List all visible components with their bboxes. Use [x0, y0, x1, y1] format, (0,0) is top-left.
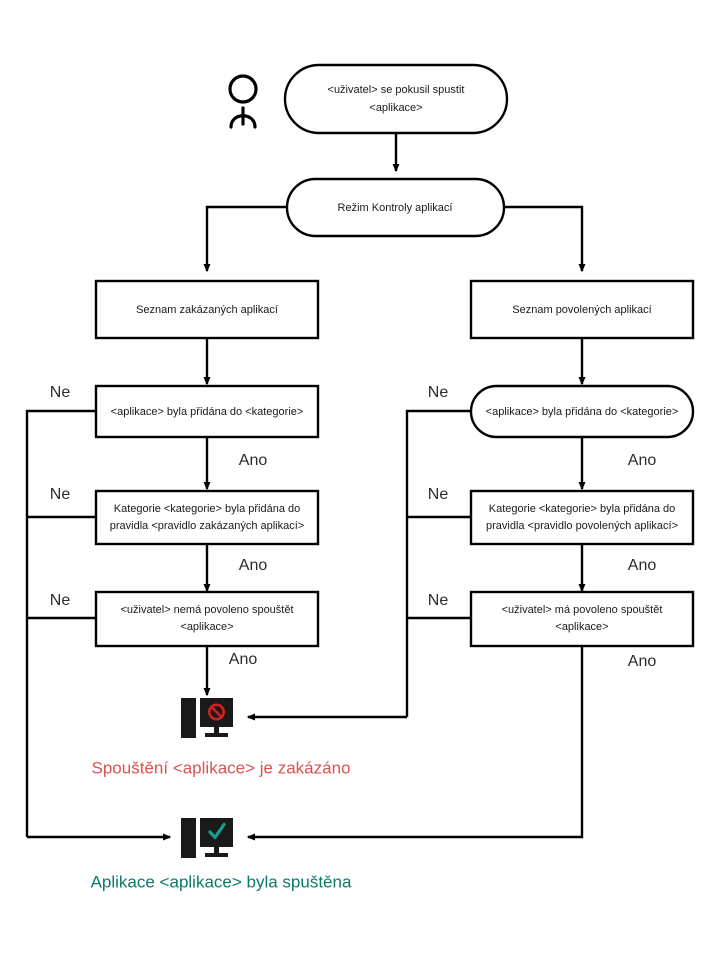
edge-label-right-ne-1: Ne — [428, 384, 449, 401]
node-denied-list-line1: Seznam zakázaných aplikací — [136, 304, 278, 316]
computer-blocked-icon — [181, 698, 233, 738]
computer-allowed-icon — [181, 818, 233, 858]
allowed-outcome-caption: Aplikace <aplikace> byla spuštěna — [91, 872, 352, 891]
node-start-line1: <uživatel> se pokusil spustit — [328, 84, 465, 96]
node-start-line2: <aplikace> — [369, 102, 422, 114]
user-actor-icon — [228, 74, 258, 129]
node-left-rule-line2: pravidla <pravidlo zakázaných aplikací> — [110, 520, 304, 532]
node-left-user-line1: <uživatel> nemá povoleno spouštět — [120, 604, 293, 616]
edge-label-left-ano-2: Ano — [239, 557, 268, 574]
node-right-cat-line1: <aplikace> byla přidána do <kategorie> — [486, 406, 679, 418]
node-left-cat-line1: <aplikace> byla přidána do <kategorie> — [111, 406, 304, 418]
node-denied-applications-list: Seznam zakázaných aplikací — [94, 279, 320, 340]
node-mode-line1: Režim Kontroly aplikací — [338, 202, 453, 214]
edge-label-right-ano-2: Ano — [628, 557, 657, 574]
node-left-rule-line1: Kategorie <kategorie> byla přidána do — [114, 503, 301, 515]
blocked-outcome-caption: Spouštění <aplikace> je zakázáno — [92, 758, 351, 777]
edge-label-left-ano-1: Ano — [239, 452, 268, 469]
node-left-app-added-to-category: <aplikace> byla přidána do <kategorie> — [94, 384, 320, 439]
edge-label-right-ano-3: Ano — [628, 653, 657, 670]
node-left-user-not-allowed: <uživatel> nemá povoleno spouštět <aplik… — [94, 590, 320, 648]
edge-label-right-ne-2: Ne — [428, 486, 449, 503]
node-allowed-applications-list: Seznam povolených aplikací — [469, 279, 695, 340]
node-right-rule-line2: pravidla <pravidlo povolených aplikací> — [486, 520, 678, 532]
edge-label-left-ne-2: Ne — [50, 486, 71, 503]
node-start: <uživatel> se pokusil spustit <aplikace> — [283, 63, 509, 135]
edge-left-ne-1 — [25, 409, 96, 837]
edge-label-left-ne-1: Ne — [50, 384, 71, 401]
edge-label-left-ne-3: Ne — [50, 592, 71, 609]
node-right-user-allowed: <uživatel> má povoleno spouštět <aplikac… — [469, 590, 695, 648]
node-allowed-list-line1: Seznam povolených aplikací — [512, 304, 651, 316]
edge-right-ne-1 — [405, 409, 471, 717]
node-right-user-line1: <uživatel> má povoleno spouštět — [502, 604, 663, 616]
node-application-control-mode: Režim Kontroly aplikací — [285, 177, 506, 238]
node-right-rule-line1: Kategorie <kategorie> byla přidána do — [489, 503, 676, 515]
edge-mode-to-denied-list — [203, 205, 287, 273]
edge-label-right-ano-1: Ano — [628, 452, 657, 469]
edge-mode-to-allowed-list — [504, 205, 586, 273]
node-left-category-added-to-rule: Kategorie <kategorie> byla přidána do pr… — [94, 489, 320, 546]
node-left-user-line2: <aplikace> — [180, 621, 233, 633]
node-right-user-line2: <aplikace> — [555, 621, 608, 633]
edge-right-ano-to-allowed — [246, 646, 584, 841]
node-right-app-added-to-category: <aplikace> byla přidána do <kategorie> — [469, 384, 695, 439]
node-right-category-added-to-rule: Kategorie <kategorie> byla přidána do pr… — [469, 489, 695, 546]
edge-label-right-ne-3: Ne — [428, 592, 449, 609]
edge-label-left-ano-3: Ano — [229, 651, 258, 668]
